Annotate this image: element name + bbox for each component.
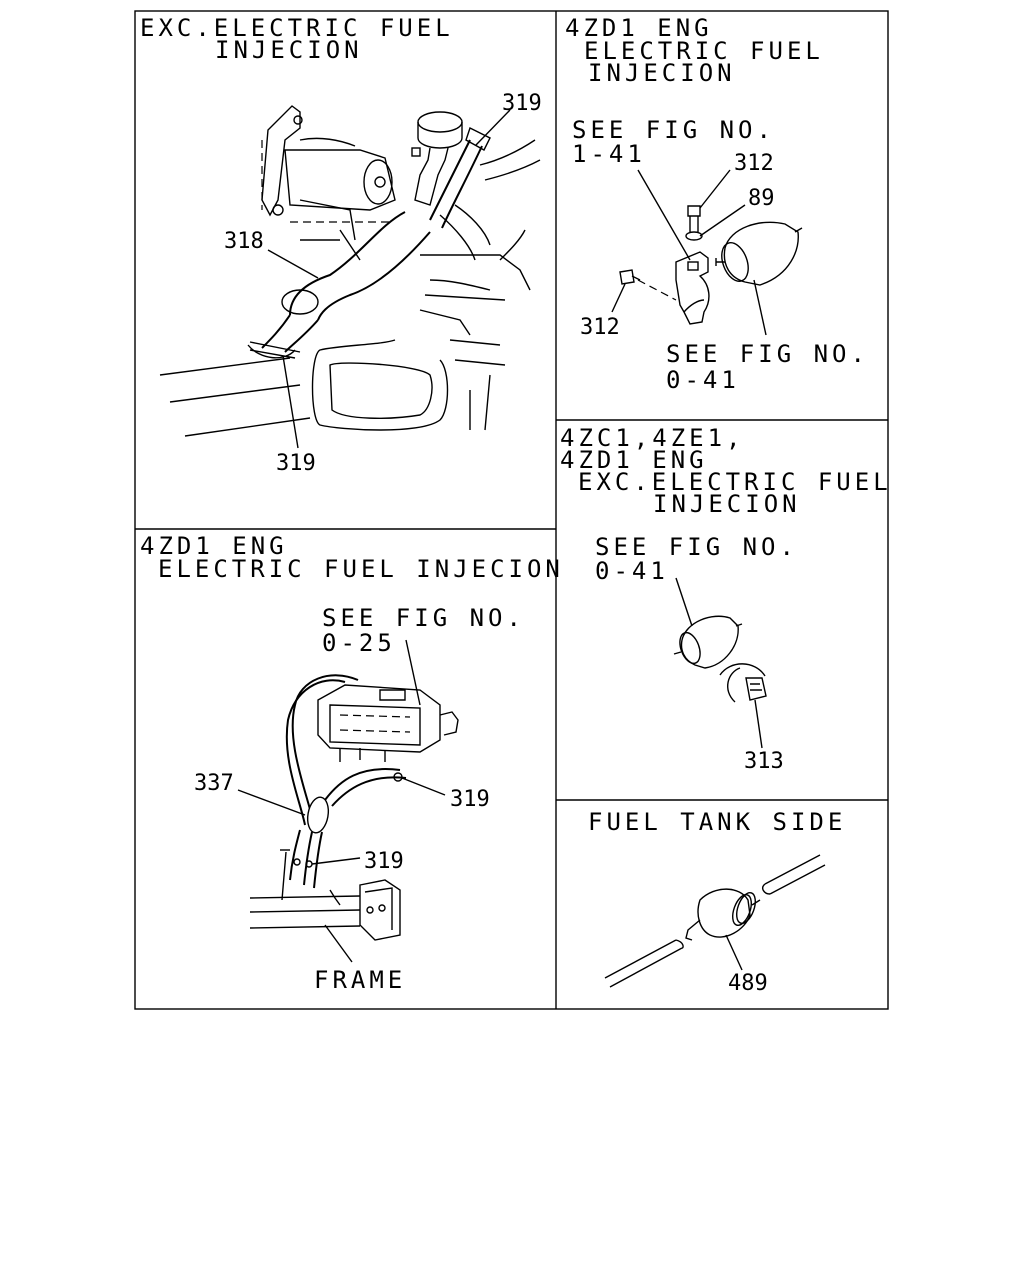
in-line-fuel-filter xyxy=(685,888,761,941)
callout-337: 337 xyxy=(194,771,306,816)
panel-title-line4: INJECION xyxy=(653,490,801,518)
callout-489: 489 xyxy=(725,934,768,996)
figure-reference-number: 0-25 xyxy=(322,629,396,657)
panel-title: EXC.ELECTRIC FUEL xyxy=(140,14,454,42)
panel-4zc1-4ze1-exc-injection: 4ZC1,4ZE1, 4ZD1 ENG EXC.ELECTRIC FUEL IN… xyxy=(560,424,892,774)
panel-exc-electric-injection: EXC.ELECTRIC FUEL INJECION xyxy=(140,14,542,476)
callout-318: 318 xyxy=(224,229,319,279)
figure-reference: SEE FIG NO. xyxy=(595,533,798,561)
figure-reference: SEE FIG NO. xyxy=(572,116,775,144)
figure-reference: SEE FIG NO. xyxy=(666,340,869,368)
panel-4zd1-electric-fuel-injection: 4ZD1 ENG ELECTRIC FUEL INJECION SEE FIG … xyxy=(140,532,564,994)
panel-title-line3: INJECION xyxy=(588,59,736,87)
callout-313: 313 xyxy=(744,699,784,774)
fuel-line-tube xyxy=(604,854,826,988)
callout-319-right: 319 xyxy=(401,777,490,812)
callout-319-bottom: 319 xyxy=(276,355,316,476)
callout-number: 318 xyxy=(224,229,264,254)
figure-reference-number: 1-41 xyxy=(572,140,646,168)
callout-number: 319 xyxy=(276,451,316,476)
panel-title: 4ZD1 ENG xyxy=(140,532,288,560)
callout-number: 89 xyxy=(748,186,775,211)
bolt-312-left xyxy=(619,269,641,285)
callout-number: 319 xyxy=(502,91,542,116)
callout-312-top: 312 xyxy=(699,151,774,209)
figure-reference: SEE FIG NO. xyxy=(322,604,525,632)
panel-title-line2: ELECTRIC FUEL xyxy=(584,37,824,65)
panel-title-line2: INJECION xyxy=(215,36,363,64)
chassis-background xyxy=(159,139,541,437)
panel-title: 4ZD1 ENG xyxy=(565,14,713,42)
panel-title-line2: ELECTRIC FUEL INJECION xyxy=(158,555,564,583)
panel-title-line3: EXC.ELECTRIC FUEL xyxy=(578,468,892,496)
fuel-injection-pump xyxy=(317,684,459,762)
panel-title-line2: 4ZD1 ENG xyxy=(560,446,708,474)
callout-number: 312 xyxy=(580,315,620,340)
callout-number: 313 xyxy=(744,749,784,774)
figure-reference-number: 0-41 xyxy=(666,366,740,394)
panel-title: FUEL TANK SIDE xyxy=(588,808,846,836)
callout-number: 312 xyxy=(734,151,774,176)
callout-312-left: 312 xyxy=(580,283,626,340)
filter-bracket xyxy=(637,251,710,325)
engine-starter-illustration xyxy=(261,105,396,261)
callout-319-lower: 319 xyxy=(311,849,404,874)
callout-89: 89 xyxy=(699,186,775,237)
panel-fuel-tank-side: FUEL TANK SIDE 489 xyxy=(588,808,846,996)
panel-4zd1-electric-injection: 4ZD1 ENG ELECTRIC FUEL INJECION SEE FIG … xyxy=(565,14,869,394)
callout-319-top: 319 xyxy=(475,91,542,146)
chassis-frame xyxy=(249,879,401,963)
fuel-filter xyxy=(715,221,803,286)
callout-number: 337 xyxy=(194,771,234,796)
fuel-hoses xyxy=(247,127,491,359)
panel-borders xyxy=(134,10,889,1010)
frame-label: FRAME xyxy=(314,966,406,994)
fuel-filter xyxy=(673,615,743,669)
filter-clip xyxy=(719,663,767,703)
figure-reference-number: 0-41 xyxy=(595,557,669,585)
callout-number: 489 xyxy=(728,971,768,996)
callout-number: 319 xyxy=(364,849,404,874)
panel-title: 4ZC1,4ZE1, xyxy=(560,424,745,452)
fuel-pressure-regulator xyxy=(411,111,463,206)
fuel-lines xyxy=(280,674,407,901)
bolt-312-top xyxy=(685,205,703,241)
callout-number: 319 xyxy=(450,787,490,812)
